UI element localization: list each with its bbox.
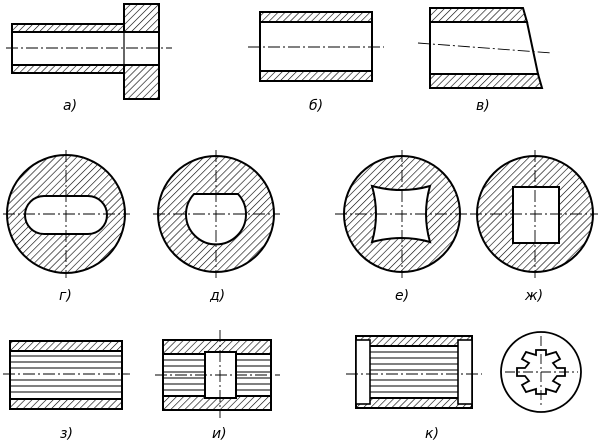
part-i-windowed-sleeve xyxy=(155,330,280,418)
label-e: е) xyxy=(395,288,409,304)
part-v-hatch-bottom xyxy=(429,73,544,89)
label-b: б) xyxy=(309,98,323,114)
part-g-ring-oblong-hole xyxy=(3,150,130,278)
part-k-left-collar xyxy=(355,339,371,405)
part-v-hatch-top xyxy=(429,7,529,23)
part-z-hatch-bottom xyxy=(9,398,123,410)
part-z-bore-lines xyxy=(10,355,122,393)
part-b-hatch-bottom xyxy=(259,70,373,82)
part-v-centerline xyxy=(417,42,553,54)
label-zh: ж) xyxy=(524,288,543,304)
part-k-hatch-top xyxy=(355,335,473,347)
label-d: д) xyxy=(209,288,225,304)
part-zh-ring-rect-hole xyxy=(470,150,598,278)
label-k: к) xyxy=(425,426,439,442)
part-a-flange-top xyxy=(123,3,160,33)
part-z-lined-sleeve xyxy=(3,340,130,410)
part-k-splined-sleeve-section xyxy=(346,335,482,409)
part-b-bore xyxy=(259,21,373,72)
part-i-bore-lines xyxy=(163,359,271,391)
part-k-spline-lines xyxy=(370,351,458,393)
part-b-hatch-top xyxy=(259,11,373,23)
label-i: и) xyxy=(212,426,227,442)
part-b-plain-sleeve xyxy=(248,11,384,82)
part-a-bore xyxy=(11,31,160,66)
label-v: в) xyxy=(476,98,490,114)
part-z-hatch-top xyxy=(9,340,123,352)
part-a-hatch-top xyxy=(11,23,125,33)
label-z: з) xyxy=(60,426,73,442)
label-g: г) xyxy=(59,288,72,304)
part-a-hatch-bottom xyxy=(11,64,125,74)
label-a: а) xyxy=(63,98,77,114)
part-a-flange-bottom xyxy=(123,64,160,100)
part-k-spline-end-view xyxy=(500,331,582,413)
part-k-right-collar xyxy=(457,339,473,405)
part-k-bore xyxy=(355,345,473,399)
part-zh-rect-hole xyxy=(512,186,560,244)
part-a-stepped-bushing xyxy=(6,3,172,100)
part-d-ring-d-hole xyxy=(153,150,280,278)
part-z-bore xyxy=(9,350,123,400)
part-e-ring-curved-square-hole xyxy=(335,150,470,278)
part-k-hatch-bottom xyxy=(355,397,473,409)
part-v-slanted-sleeve xyxy=(417,7,553,89)
